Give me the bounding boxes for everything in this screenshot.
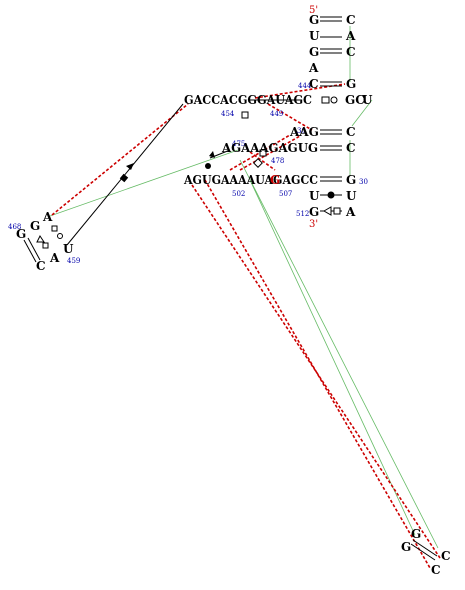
five-prime-label: 5' — [309, 5, 318, 16]
dashed-interaction — [51, 103, 189, 216]
filled-square-glyph — [119, 173, 129, 183]
nucleotide: U — [309, 189, 320, 203]
dashed-interaction — [249, 151, 276, 171]
position-number: 475 — [232, 140, 245, 148]
nucleotide: C — [346, 141, 356, 155]
pair-line — [27, 237, 41, 261]
position-number: 507 — [279, 190, 292, 198]
position-number: 454 — [221, 110, 235, 118]
position-number: 512 — [296, 210, 309, 218]
nucleotide: A — [308, 61, 319, 75]
tertiary-line — [249, 179, 416, 536]
pair-line — [410, 543, 436, 561]
nucleotide: G — [346, 173, 356, 187]
nucleotide: A — [42, 210, 53, 224]
long-pair-line — [66, 103, 184, 246]
nucleotide: G — [309, 13, 319, 27]
square-glyph — [253, 158, 263, 168]
three-prime-label: 3' — [309, 219, 318, 230]
interaction-glyphs — [36, 96, 341, 249]
nucleotide: C — [441, 549, 451, 563]
position-number: 30 — [359, 178, 368, 186]
square-glyph — [321, 96, 330, 104]
stem-helix: 5' G C U A G C A 444 C G — [298, 5, 356, 91]
lower-strand: AGUGAAAAUAGAGCC G G 30 502 507 U U 512 G… — [183, 173, 368, 230]
dashed-interaction — [229, 134, 291, 171]
nucleotide: U — [362, 93, 373, 107]
nucleotide: C — [431, 563, 441, 577]
nucleotide: U — [63, 242, 74, 256]
position-number: 444 — [298, 82, 312, 90]
position-number: 30 — [297, 127, 306, 135]
strand-sequence: AGAAAGAGUG — [221, 141, 318, 155]
triangle-glyph — [36, 235, 45, 243]
tertiary-line — [239, 159, 439, 549]
filled-arrow-glyph — [209, 151, 215, 158]
strand-sequence: GACCACGGGAUAGC — [184, 93, 312, 107]
nucleotide: G — [411, 527, 421, 541]
position-number: 478 — [271, 157, 284, 165]
position-number: 459 — [67, 257, 80, 265]
top-strand: GACCACGGGAUAGC GC U 454 449 — [184, 93, 373, 118]
square-glyph — [42, 242, 49, 249]
pair-line — [23, 239, 37, 263]
middle-strands: 30 AAG C 475 AGAAAGAGUG C 478 — [221, 125, 356, 165]
nucleotide: C — [346, 45, 356, 59]
filled-circle-glyph — [327, 191, 335, 199]
far-loop: G G C C — [401, 527, 451, 577]
position-number: 468 — [8, 223, 21, 231]
nucleotide: C — [36, 259, 46, 273]
tertiary-lines — [49, 26, 439, 549]
nucleotide: U — [309, 29, 320, 43]
nucleotide: U — [346, 189, 357, 203]
open-circle-glyph — [330, 96, 338, 104]
square-glyph — [241, 111, 249, 119]
dashed-interaction — [267, 103, 313, 131]
highlight-nucleotide: G — [270, 173, 280, 187]
strand-sequence: AGUGAAAAUAGAGCC — [183, 173, 318, 187]
nucleotide: G — [30, 219, 40, 233]
square-glyph — [259, 149, 267, 157]
nucleotide: G — [16, 227, 26, 241]
strand-sequence: AAG — [289, 125, 319, 139]
nucleotide: G — [346, 77, 356, 91]
nucleotide: G — [401, 540, 411, 554]
tertiary-line — [49, 149, 239, 217]
nucleotide: A — [345, 205, 356, 219]
pair-line — [412, 539, 438, 557]
square-glyph — [333, 207, 341, 215]
position-number: 502 — [232, 190, 245, 198]
nucleotide: C — [346, 13, 356, 27]
nucleotide: GC — [345, 93, 365, 107]
nucleotide: C — [346, 125, 356, 139]
nucleotide: G — [309, 45, 319, 59]
nucleotide: A — [345, 29, 356, 43]
open-circle-glyph — [57, 233, 63, 239]
nucleotide: G — [309, 205, 319, 219]
left-loop: A G 468 G C A U 459 — [8, 210, 80, 273]
position-number: 449 — [270, 110, 283, 118]
filled-circle-glyph — [205, 163, 211, 169]
dashed-interactions — [51, 83, 441, 569]
nucleotide: C — [309, 77, 319, 91]
dashed-interaction — [239, 135, 301, 171]
filled-arrow-glyph — [126, 163, 134, 170]
nucleotide: A — [49, 251, 60, 265]
triangle-glyph — [322, 206, 332, 216]
tertiary-line — [351, 99, 373, 127]
square-glyph — [51, 225, 58, 232]
